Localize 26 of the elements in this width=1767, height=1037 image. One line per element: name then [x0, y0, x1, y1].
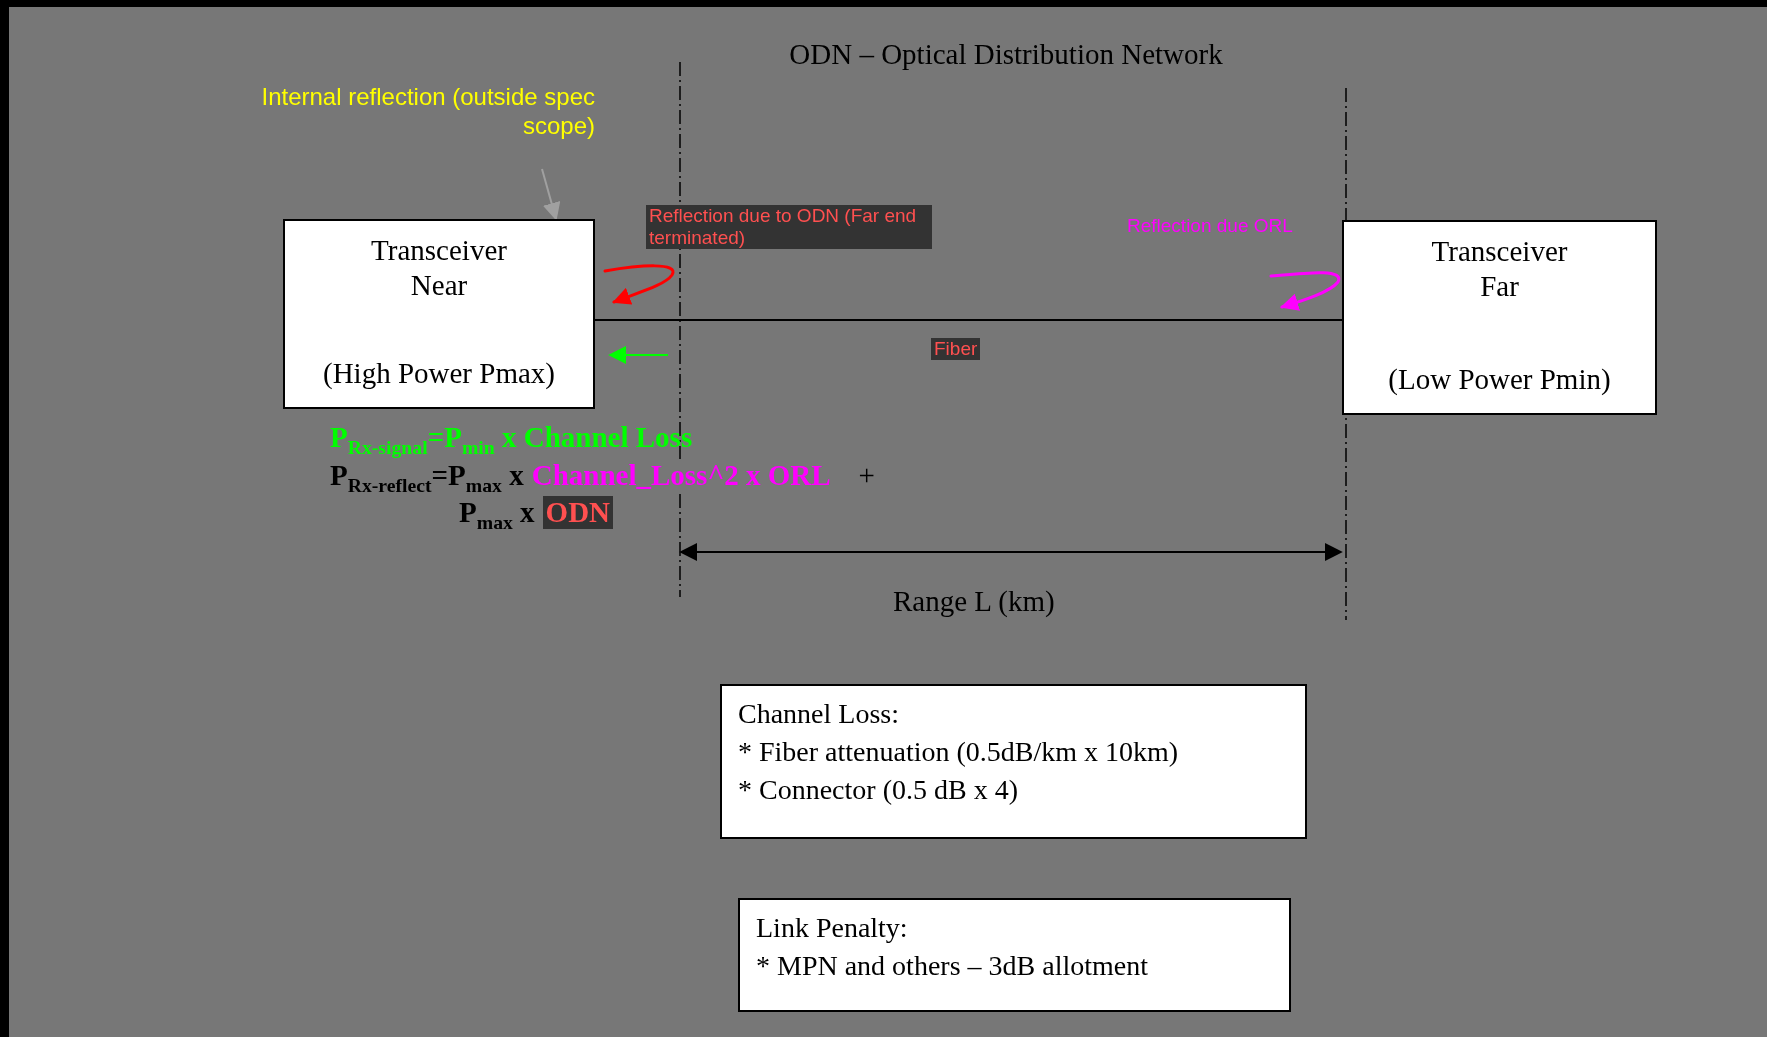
power-label: (High Power Pmax)	[322, 356, 556, 391]
formula: ODN	[542, 496, 614, 529]
reflection-note: Reflection due to ODN (Far end terminated)	[646, 205, 932, 249]
list-item: * Connector (0.5 dB x 4)	[738, 774, 1018, 806]
diagram-title: ODN – Optical Distribution Network	[788, 38, 1224, 71]
annotation-text: Internal reflection (outside spec scope)	[200, 83, 595, 153]
formula: Channel_Loss^2 x ORL	[531, 459, 831, 492]
fiber-line	[594, 319, 1343, 321]
device-name: Transceiver Far	[1430, 234, 1569, 304]
formula: +	[858, 459, 875, 492]
formula: P$_{Rx-reflect}$=P$_{max}$ x	[330, 459, 524, 492]
device-name: Transceiver Near	[370, 233, 508, 303]
edge-label: Fiber	[931, 338, 981, 360]
transceiver-box	[1342, 220, 1657, 415]
formula: P$_{max}$ x	[459, 496, 535, 529]
list-item: * Fiber attenuation (0.5dB/km x 10km)	[738, 736, 1179, 768]
reflection-note: Reflection due ORL	[1127, 215, 1293, 237]
list-item: * MPN and others – 3dB allotment	[756, 950, 1148, 982]
transceiver-box	[283, 219, 595, 409]
info-box	[738, 898, 1291, 1012]
power-label: (Low Power Pmin)	[1387, 362, 1612, 397]
box-heading: Channel Loss:	[738, 698, 899, 730]
range-label: Range L (km)	[893, 585, 1055, 618]
box-heading: Link Penalty:	[756, 912, 908, 944]
info-box	[720, 684, 1307, 839]
leader-arrow	[541, 168, 561, 221]
